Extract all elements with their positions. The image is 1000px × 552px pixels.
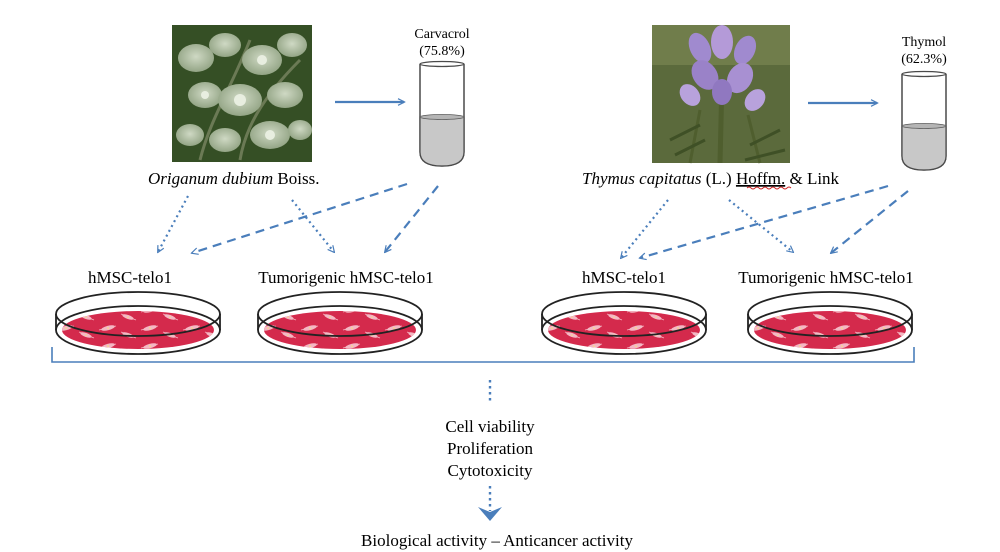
petri-dish-icon <box>747 291 913 355</box>
compound-name: Carvacrol <box>414 27 469 42</box>
plant-extract-arrow <box>728 199 793 252</box>
compound-arrow <box>831 190 909 253</box>
grouping-bracket <box>51 347 915 363</box>
species-author: (L.) <box>701 169 735 188</box>
compound-percent: (62.3%) <box>901 52 947 67</box>
cell-line-label: hMSC-telo1 <box>88 268 172 287</box>
oregano-plant-photo <box>172 25 312 162</box>
species-label: Origanum dubium Boiss. <box>148 169 319 188</box>
assay-label: Cell viability <box>445 417 535 436</box>
species-author: Boiss. <box>273 169 319 188</box>
conclusion-label: Biological activity – Anticancer activit… <box>361 531 633 550</box>
cell-line-label: hMSC-telo1 <box>582 268 666 287</box>
thyme-plant-photo <box>652 25 790 164</box>
compound-name: Thymol <box>902 35 946 50</box>
plant-extract-arrow <box>621 199 669 258</box>
assay-label: Cytotoxicity <box>448 461 534 480</box>
petri-dish-icon <box>55 291 221 355</box>
compound-arrow <box>385 185 439 252</box>
spellcheck-underline <box>746 186 792 190</box>
species-name: Thymus capitatus <box>582 169 702 188</box>
test-tube-icon <box>419 60 465 167</box>
test-tube-icon <box>901 70 947 171</box>
cell-line-label: Tumorigenic hMSC-telo1 <box>258 268 434 287</box>
species-label: Thymus capitatus (L.) Hoffm. & Link <box>582 169 840 188</box>
species-author: Hoffm. <box>736 169 785 188</box>
petri-dish-icon <box>257 291 423 355</box>
species-name: Origanum dubium <box>148 169 273 188</box>
compound-percent: (75.8%) <box>419 44 465 59</box>
compound-arrow <box>640 184 889 258</box>
petri-dish-icon <box>541 291 707 355</box>
plant-extract-arrow <box>291 199 334 252</box>
compound-arrow <box>192 182 408 253</box>
plant-extract-arrow <box>157 195 189 252</box>
down-arrow-icon <box>478 507 502 521</box>
assay-label: Proliferation <box>447 439 533 458</box>
cell-line-label: Tumorigenic hMSC-telo1 <box>738 268 914 287</box>
species-author: & Link <box>785 169 839 188</box>
